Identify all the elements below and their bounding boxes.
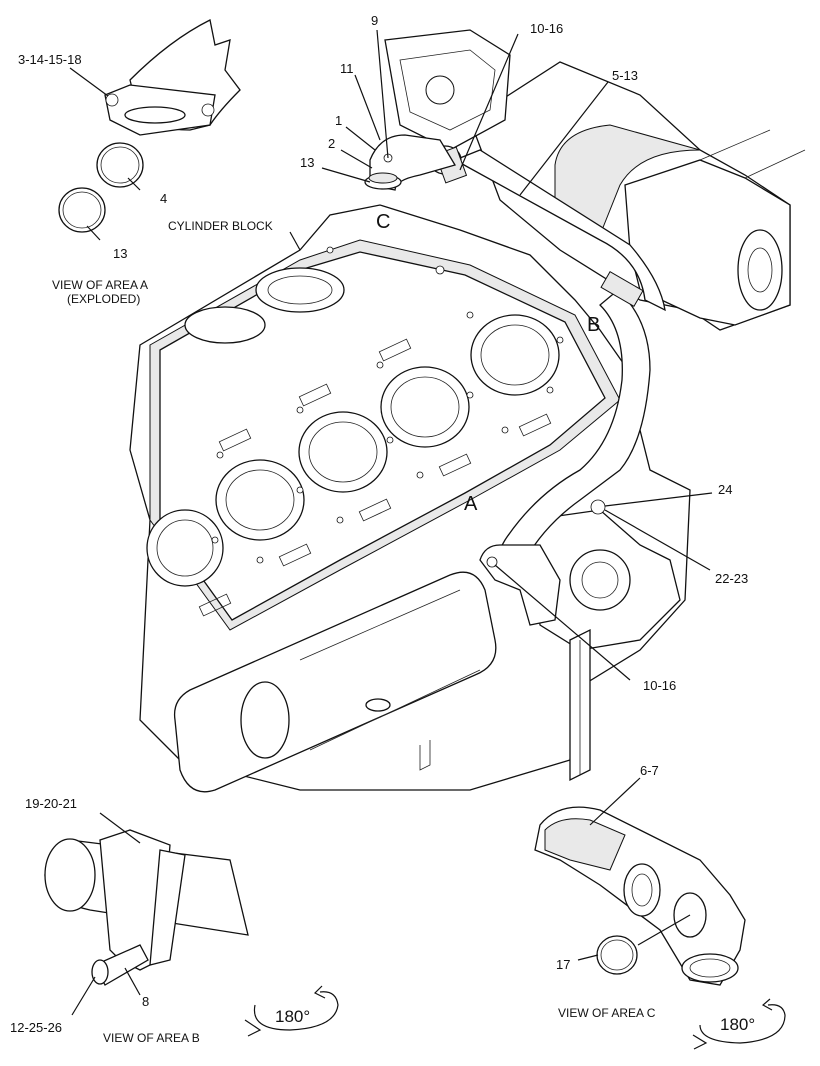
- view-area-b-caption: VIEW OF AREA B: [103, 1031, 200, 1045]
- cylinder-block-illustration: [129, 29, 806, 793]
- area-letter-a: A: [464, 493, 478, 515]
- callout-24: 24: [718, 482, 732, 497]
- callout-19-20-21: 19-20-21: [25, 796, 77, 811]
- inset-view-area-a: [58, 19, 241, 233]
- callout-6-7: 6-7: [640, 763, 659, 778]
- callout-3-14-15-18: 3-14-15-18: [18, 52, 82, 67]
- deck-bolt-holes: [211, 246, 564, 564]
- rotation-arrow-left: [244, 985, 339, 1037]
- area-letter-c: C: [376, 211, 390, 233]
- cylinder-block-label: CYLINDER BLOCK: [168, 219, 273, 233]
- callout-8: 8: [142, 994, 149, 1009]
- callout-9: 9: [371, 13, 378, 28]
- area-letters: A B C: [376, 211, 600, 515]
- callout-12-25-26: 12-25-26: [10, 1020, 62, 1035]
- rotation-arrow-right: [692, 998, 786, 1050]
- rotation-labels: 180° 180°: [275, 1007, 755, 1034]
- cylinder-bores: [146, 267, 560, 587]
- area-letter-b: B: [587, 314, 600, 336]
- callout-22-23: 22-23: [715, 571, 748, 586]
- callout-4: 4: [160, 191, 167, 206]
- view-area-c-caption: VIEW OF AREA C: [558, 1006, 656, 1020]
- callout-2: 2: [328, 136, 335, 151]
- callout-17: 17: [556, 957, 570, 972]
- callout-5-13: 5-13: [612, 68, 638, 83]
- captions: CYLINDER BLOCK VIEW OF AREA A (EXPLODED)…: [52, 219, 656, 1045]
- deck-slots: [198, 338, 552, 617]
- callout-labels: 3-14-15-18 4 13 9 11 1 2 13 10-16 5-13 2…: [10, 13, 748, 1035]
- callout-13-area-a: 13: [113, 246, 127, 261]
- callout-13-top: 13: [300, 155, 314, 170]
- rotation-label-right: 180°: [720, 1015, 755, 1034]
- callout-10-16-middle: 10-16: [643, 678, 676, 693]
- leader-lines: [69, 29, 713, 1016]
- callout-11: 11: [340, 61, 354, 76]
- callout-1: 1: [335, 113, 342, 128]
- callout-10-16-top: 10-16: [530, 21, 563, 36]
- rotation-label-left: 180°: [275, 1007, 310, 1026]
- view-area-a-caption: VIEW OF AREA A: [52, 278, 148, 292]
- inset-view-area-b: [44, 829, 249, 986]
- view-area-a-exploded: (EXPLODED): [67, 292, 140, 306]
